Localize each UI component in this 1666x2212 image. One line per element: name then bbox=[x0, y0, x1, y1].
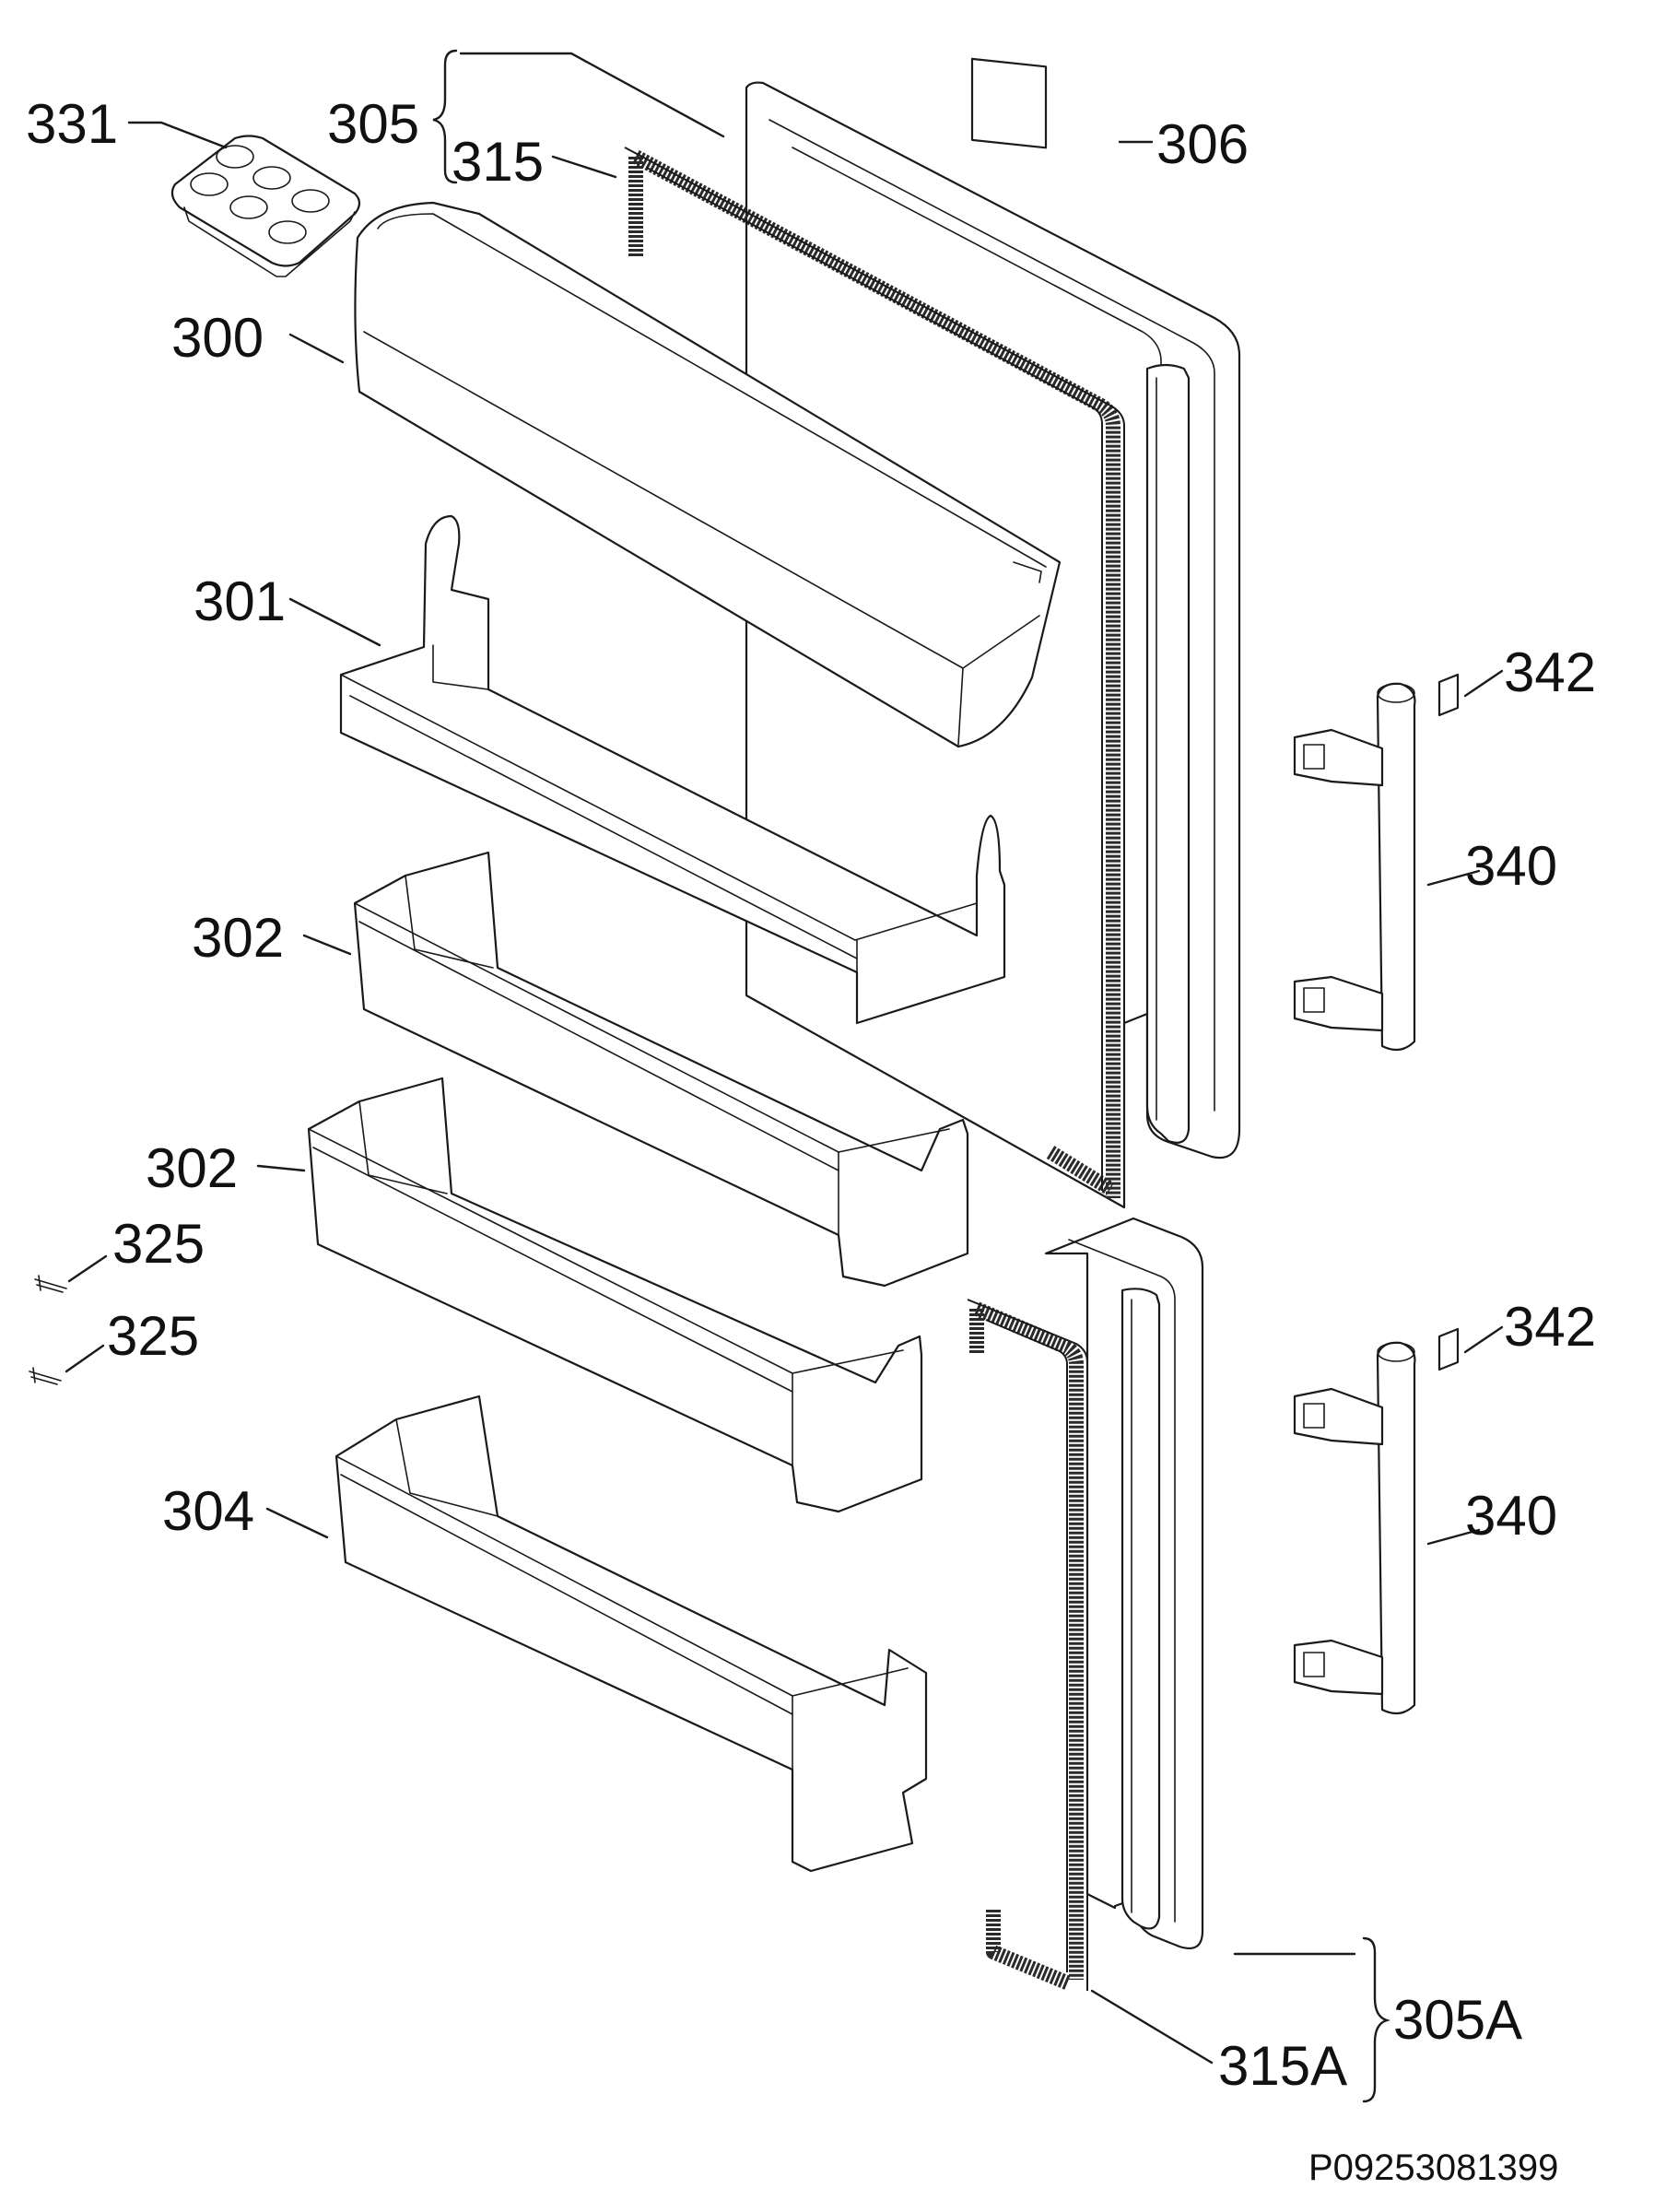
leader-lines bbox=[65, 52, 1504, 2065]
callout-301: 301 bbox=[194, 571, 286, 632]
callout-325-lower: 325 bbox=[107, 1305, 199, 1367]
callout-300: 300 bbox=[171, 307, 264, 369]
callout-302-lower: 302 bbox=[146, 1137, 238, 1199]
callout-302-upper: 302 bbox=[192, 907, 284, 969]
callout-340-lower: 340 bbox=[1465, 1485, 1557, 1547]
callout-331: 331 bbox=[26, 93, 118, 155]
lower-door-handle bbox=[1293, 1341, 1416, 1715]
door-shelf-304 bbox=[334, 1394, 928, 1873]
brace-305A bbox=[1362, 1936, 1391, 2103]
egg-tray bbox=[170, 135, 361, 277]
lower-door-panel bbox=[1044, 1217, 1204, 1950]
callout-340-upper: 340 bbox=[1465, 835, 1557, 897]
door-shelf-301 bbox=[339, 514, 1006, 1025]
door-shelf-302-upper bbox=[353, 851, 969, 1288]
callout-342-lower: 342 bbox=[1504, 1296, 1596, 1358]
callout-304: 304 bbox=[162, 1480, 254, 1542]
upper-door-gasket bbox=[624, 147, 1125, 1207]
dairy-compartment-cover bbox=[354, 201, 1062, 748]
screw-upper bbox=[34, 1275, 67, 1293]
brace-305 bbox=[432, 49, 458, 184]
callout-306: 306 bbox=[1156, 113, 1249, 175]
callout-342-upper: 342 bbox=[1504, 641, 1596, 703]
callout-305A: 305A bbox=[1393, 1989, 1522, 2051]
callout-305: 305 bbox=[327, 93, 419, 155]
drawing-code: P09253081399 bbox=[1308, 2147, 1558, 2188]
rating-label-plate bbox=[970, 57, 1048, 149]
upper-door-handle bbox=[1293, 682, 1416, 1052]
door-shelf-302-lower bbox=[307, 1077, 923, 1513]
callout-315A: 315A bbox=[1218, 2035, 1347, 2097]
lower-door-gasket bbox=[967, 1299, 1088, 1991]
handle-cap-lower bbox=[1437, 1327, 1460, 1371]
screw-lower bbox=[29, 1367, 62, 1385]
handle-cap-upper bbox=[1437, 673, 1460, 717]
callout-315: 315 bbox=[452, 131, 544, 193]
callout-325-upper: 325 bbox=[112, 1213, 205, 1275]
